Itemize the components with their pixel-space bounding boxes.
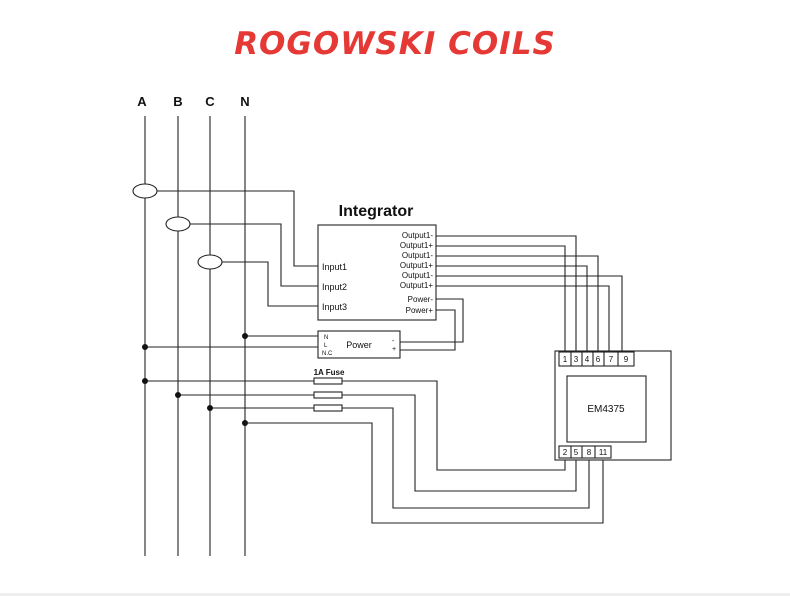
meter-top-terminal-block bbox=[558, 351, 635, 367]
voltage-b-wire bbox=[342, 394, 577, 492]
power-supply-input-nc: N.C bbox=[322, 351, 333, 357]
neutral-wire bbox=[245, 422, 604, 524]
fuse-label: 1A Fuse bbox=[314, 368, 345, 377]
power-supply-output-plus: + bbox=[392, 346, 396, 353]
integrator-box bbox=[317, 224, 437, 321]
power-minus-wire bbox=[400, 298, 464, 343]
integrator-output-2: Output1+ bbox=[400, 241, 433, 250]
phase-label-n: N bbox=[240, 94, 249, 109]
fuse-a bbox=[313, 377, 343, 385]
meter-terminal-5: 5 bbox=[574, 448, 579, 457]
junction-b-fuse bbox=[175, 392, 181, 398]
power-supply-label: Power bbox=[346, 340, 372, 350]
voltage-a-wire bbox=[342, 380, 566, 471]
integrator-output-4: Output1+ bbox=[400, 261, 433, 270]
meter-terminal-7: 7 bbox=[609, 355, 614, 364]
output-wire-2 bbox=[436, 245, 566, 352]
rogowski-coil-c bbox=[197, 254, 223, 270]
power-supply-output-minus: - bbox=[392, 338, 395, 345]
fuse-c bbox=[313, 404, 343, 412]
meter-terminal-3: 3 bbox=[574, 355, 579, 364]
output-wire-5 bbox=[436, 275, 623, 352]
coil-b-wire bbox=[190, 223, 318, 287]
rogowski-coil-b bbox=[165, 216, 191, 232]
junction-a-fuse bbox=[142, 378, 148, 384]
rogowski-coil-a bbox=[132, 183, 158, 199]
power-supply-input-l: L bbox=[324, 343, 328, 349]
integrator-input-2: Input2 bbox=[322, 282, 347, 292]
output-wire-1 bbox=[436, 235, 577, 352]
meter-terminal-6: 6 bbox=[596, 355, 601, 364]
integrator-output-1: Output1- bbox=[402, 231, 433, 240]
meter-terminal-8: 8 bbox=[587, 448, 592, 457]
output-wire-4 bbox=[436, 265, 588, 352]
meter-display bbox=[566, 375, 647, 443]
voltage-c-wire bbox=[342, 407, 590, 509]
power-supply-input-n: N bbox=[324, 335, 328, 341]
power-plus-wire bbox=[400, 309, 456, 351]
meter-terminal-4: 4 bbox=[585, 355, 590, 364]
diagram-title: ROGOWSKI COILS bbox=[234, 26, 556, 62]
power-supply-box bbox=[317, 330, 401, 359]
fuse-b bbox=[313, 391, 343, 399]
phase-label-b: B bbox=[173, 94, 182, 109]
junction-a-power bbox=[142, 344, 148, 350]
integrator-output-6: Output1+ bbox=[400, 281, 433, 290]
meter-terminal-9: 9 bbox=[624, 355, 629, 364]
integrator-label: Integrator bbox=[339, 203, 414, 220]
meter-terminal-2: 2 bbox=[563, 448, 568, 457]
integrator-output-5: Output1- bbox=[402, 271, 433, 280]
integrator-power-plus: Power+ bbox=[406, 306, 434, 315]
integrator-input-3: Input3 bbox=[322, 302, 347, 312]
junction-c-fuse bbox=[207, 405, 213, 411]
integrator-power-minus: Power- bbox=[408, 295, 434, 304]
bottom-divider bbox=[0, 593, 790, 596]
phase-label-c: C bbox=[205, 94, 215, 109]
coil-a-wire bbox=[157, 190, 318, 267]
meter-model: EM4375 bbox=[587, 404, 625, 415]
integrator-input-1: Input1 bbox=[322, 262, 347, 272]
meter-terminal-11: 11 bbox=[599, 448, 608, 457]
coil-c-wire bbox=[222, 261, 318, 307]
junction-n-power bbox=[242, 333, 248, 339]
meter-terminal-1: 1 bbox=[563, 355, 568, 364]
output-wire-3 bbox=[436, 255, 599, 352]
phase-label-a: A bbox=[137, 94, 147, 109]
output-wire-6 bbox=[436, 285, 610, 352]
integrator-output-3: Output1- bbox=[402, 251, 433, 260]
meter-bottom-terminal-block bbox=[558, 445, 612, 459]
